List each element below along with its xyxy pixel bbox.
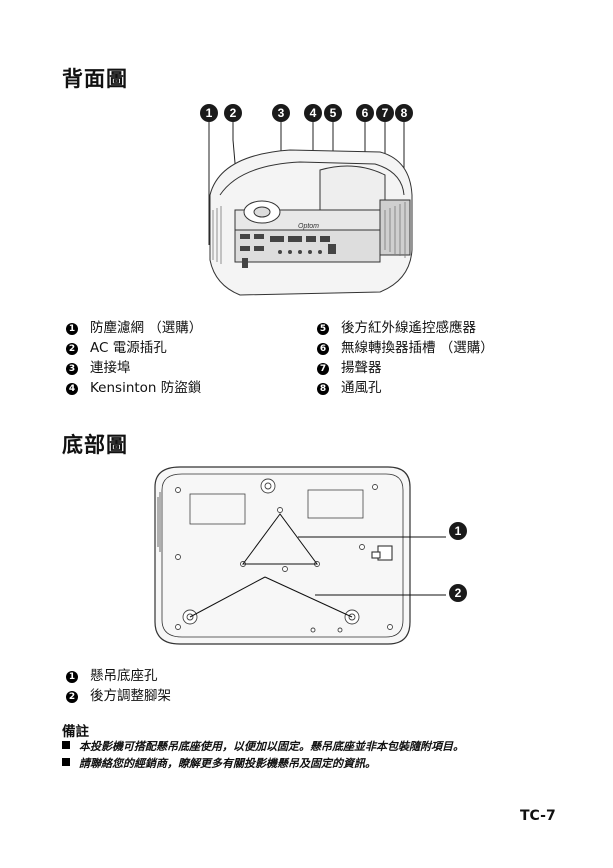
rear-callouts [200,104,413,122]
page-number: TC-7 [520,808,556,824]
note-lines: 本投影機可搭配懸吊底座使用，以便加以固定。懸吊底座並非本包裝隨附項目。 請聯絡您… [62,738,464,772]
bullet-square-icon [62,758,70,766]
rear-callout-6: 6 [362,106,369,120]
rear-view-illustration: 1 2 3 4 5 6 7 8 [200,104,413,296]
rear-callout-1: 1 [206,106,213,120]
brand-logo: Optom [298,223,319,230]
bottom-view-heading: 底部圖 [62,433,128,457]
rear-callout-3: 3 [278,106,285,120]
bullet-square-icon [62,741,70,749]
note-line: 請聯絡您的經銷商，瞭解更多有關投影機懸吊及固定的資訊。 [62,755,464,772]
note-title: 備註 [62,724,89,740]
rear-callout-7: 7 [382,106,389,120]
bottom-callout-2: 2 [455,586,462,600]
bottom-callout-1: 1 [455,524,462,538]
bottom-view-illustration: 1 2 [154,466,467,645]
note-line: 本投影機可搭配懸吊底座使用，以便加以固定。懸吊底座並非本包裝隨附項目。 [62,738,464,755]
rear-callout-2: 2 [230,106,237,120]
rear-callout-8: 8 [401,106,408,120]
rear-view-heading: 背面圖 [62,67,128,91]
rear-callout-5: 5 [330,106,337,120]
rear-callout-4: 4 [310,106,317,120]
